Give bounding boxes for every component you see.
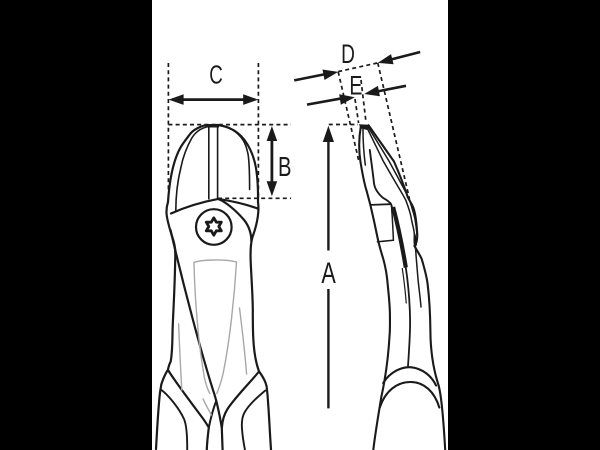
svg-text:D: D xyxy=(341,39,355,69)
svg-text:B: B xyxy=(278,152,291,183)
svg-text:C: C xyxy=(209,59,223,89)
svg-text:E: E xyxy=(349,70,362,100)
svg-text:A: A xyxy=(321,255,336,289)
